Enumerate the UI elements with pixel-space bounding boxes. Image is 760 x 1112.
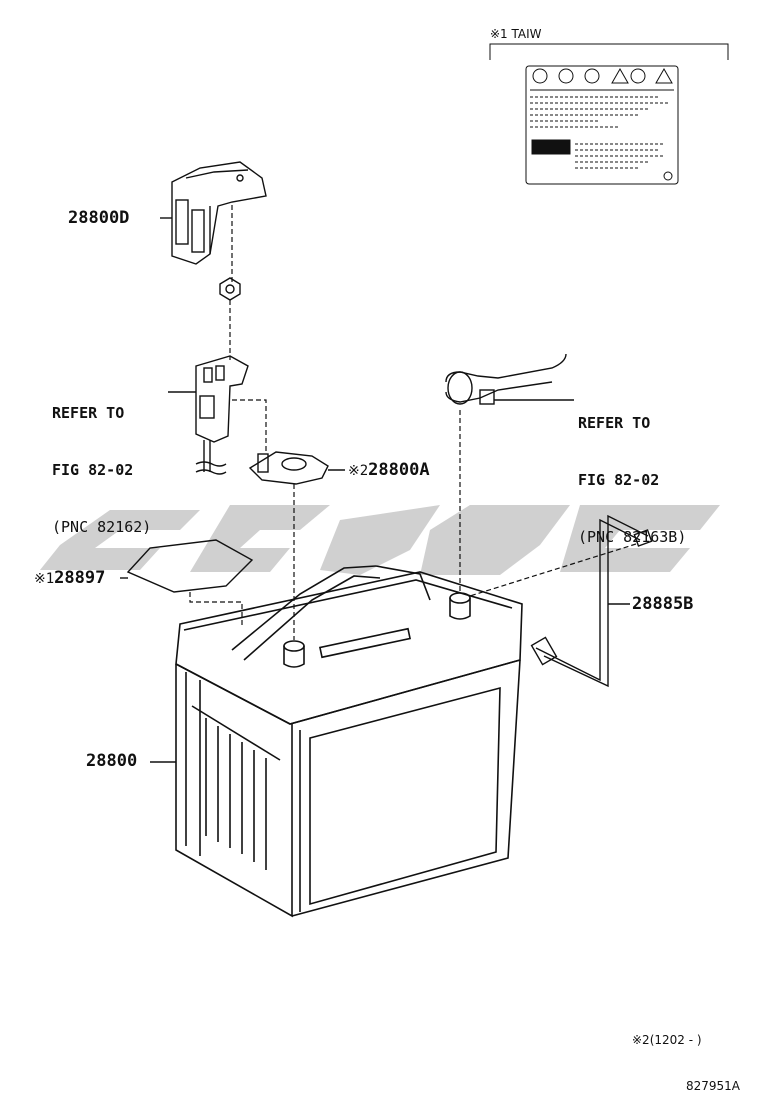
reference-right: REFER TO FIG 82-02 (PNC 82163B) xyxy=(578,376,686,585)
fuse-block-leader xyxy=(232,399,267,452)
part-label-battery: 28800 xyxy=(86,751,138,771)
terminal-nut xyxy=(219,277,241,301)
footnote: ※2(1202 - ) xyxy=(632,1033,702,1047)
figure-id: 827951A xyxy=(686,1079,741,1093)
part-label-sheet: ※128897 xyxy=(34,570,105,587)
vent-hose-leader xyxy=(469,543,637,597)
vent-hose xyxy=(530,514,653,688)
insulator-sheet xyxy=(120,539,254,593)
sheet-number: 28897 xyxy=(54,568,106,588)
footnote-text: (1202 - ) xyxy=(649,1033,702,1047)
negative-cable-terminal xyxy=(445,353,574,405)
clamp-number: 28800A xyxy=(368,460,430,480)
variant-note-label: TAIW xyxy=(511,27,542,41)
reference-left-line1: REFER TO xyxy=(52,404,125,422)
part-label-cover: 28800D xyxy=(68,208,130,228)
fuse-block xyxy=(168,355,249,475)
reference-right-line3: (PNC 82163B) xyxy=(578,528,687,546)
sheet-leader xyxy=(189,592,243,628)
sheet-mark: ※1 xyxy=(34,571,55,587)
variant-note: ※1 TAIW xyxy=(490,27,542,41)
clamp-mark: ※2 xyxy=(348,463,369,479)
reference-left-line2: FIG 82-02 xyxy=(52,461,134,479)
reference-right-line1: REFER TO xyxy=(578,414,651,432)
part-label-clamp: ※228800A xyxy=(348,462,430,479)
footnote-mark: ※2 xyxy=(632,1033,650,1047)
variant-note-mark: ※1 xyxy=(490,27,508,41)
terminal-cover xyxy=(160,161,267,265)
battery-body xyxy=(150,565,523,918)
caution-label-sticker xyxy=(489,43,729,185)
reference-left: REFER TO FIG 82-02 (PNC 82162) xyxy=(52,366,151,575)
part-label-vent-hose: 28885B xyxy=(632,594,694,614)
reference-left-line3: (PNC 82162) xyxy=(52,518,152,536)
terminal-clamp xyxy=(248,451,345,485)
reference-right-line2: FIG 82-02 xyxy=(578,471,660,489)
